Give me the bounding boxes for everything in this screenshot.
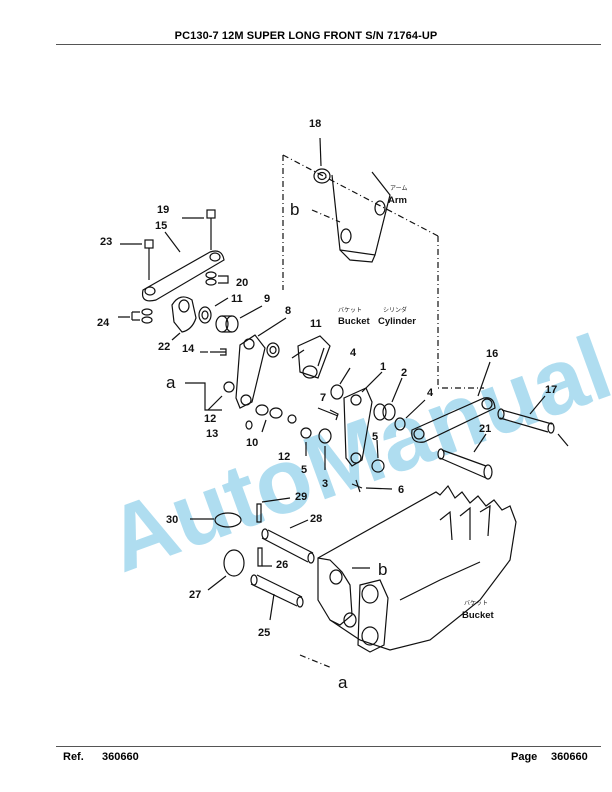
part-number-3: 3 (322, 478, 328, 490)
part-number-24: 24 (97, 317, 110, 329)
part-number-21: 21 (479, 423, 491, 435)
page-label: Page (511, 751, 538, 763)
part-number-18: 18 (309, 118, 321, 130)
reference-letter-b: b (378, 560, 387, 579)
part-number-15: 15 (155, 220, 167, 232)
part-number-28: 28 (310, 513, 322, 525)
cylinder-label-jp: シリンダ (383, 306, 407, 314)
reference-letter-a: a (166, 373, 176, 392)
header-divider (56, 44, 601, 45)
part-number-4: 4 (427, 387, 434, 399)
part-number-11: 11 (231, 293, 243, 305)
reference-letter-a: a (338, 673, 348, 692)
part-number-14: 14 (182, 343, 195, 355)
ref-label: Ref. (63, 751, 84, 763)
bucket-cylinder-label-jp: バケット (338, 307, 362, 314)
reference-letter-b: b (290, 200, 299, 219)
part-number-8: 8 (285, 305, 291, 317)
page-number: 360660 (551, 751, 588, 763)
part-number-12: 12 (278, 451, 290, 463)
part-number-10: 10 (246, 437, 258, 449)
part-number-12: 12 (204, 413, 216, 425)
page-title: PC130-7 12M SUPER LONG FRONT S/N 71764-U… (174, 30, 438, 42)
part-number-23: 23 (100, 236, 112, 248)
part-number-30: 30 (166, 514, 178, 526)
part-number-17: 17 (545, 384, 557, 396)
part-number-13: 13 (206, 428, 218, 440)
part-number-20: 20 (236, 277, 248, 289)
part-number-9: 9 (264, 293, 270, 305)
part-number-1: 1 (380, 361, 386, 373)
part-number-16: 16 (486, 348, 498, 360)
part-number-29: 29 (295, 491, 307, 503)
part-number-26: 26 (276, 559, 288, 571)
part-number-19: 19 (157, 204, 169, 216)
part-number-27: 27 (189, 589, 201, 601)
arm-label-jp: アーム (390, 185, 407, 192)
part-number-4: 4 (350, 347, 357, 359)
arm-label: Arm (388, 195, 407, 206)
bucket-label: Bucket (462, 610, 495, 621)
part-number-25: 25 (258, 627, 270, 639)
part-number-7: 7 (320, 392, 326, 404)
part-number-11: 11 (310, 318, 322, 330)
part-number-2: 2 (401, 367, 407, 379)
part-number-5: 5 (372, 431, 378, 443)
part-number-22: 22 (158, 341, 170, 353)
bucket-cylinder-label-cylinder: Cylinder (378, 316, 416, 327)
part-number-6: 6 (398, 484, 404, 496)
bucket-label-jp: バケット (464, 600, 488, 607)
footer-divider (56, 746, 601, 747)
part-number-5: 5 (301, 464, 307, 476)
ref-number: 360660 (102, 751, 139, 763)
bucket-cylinder-label-bucket: Bucket (338, 316, 371, 327)
